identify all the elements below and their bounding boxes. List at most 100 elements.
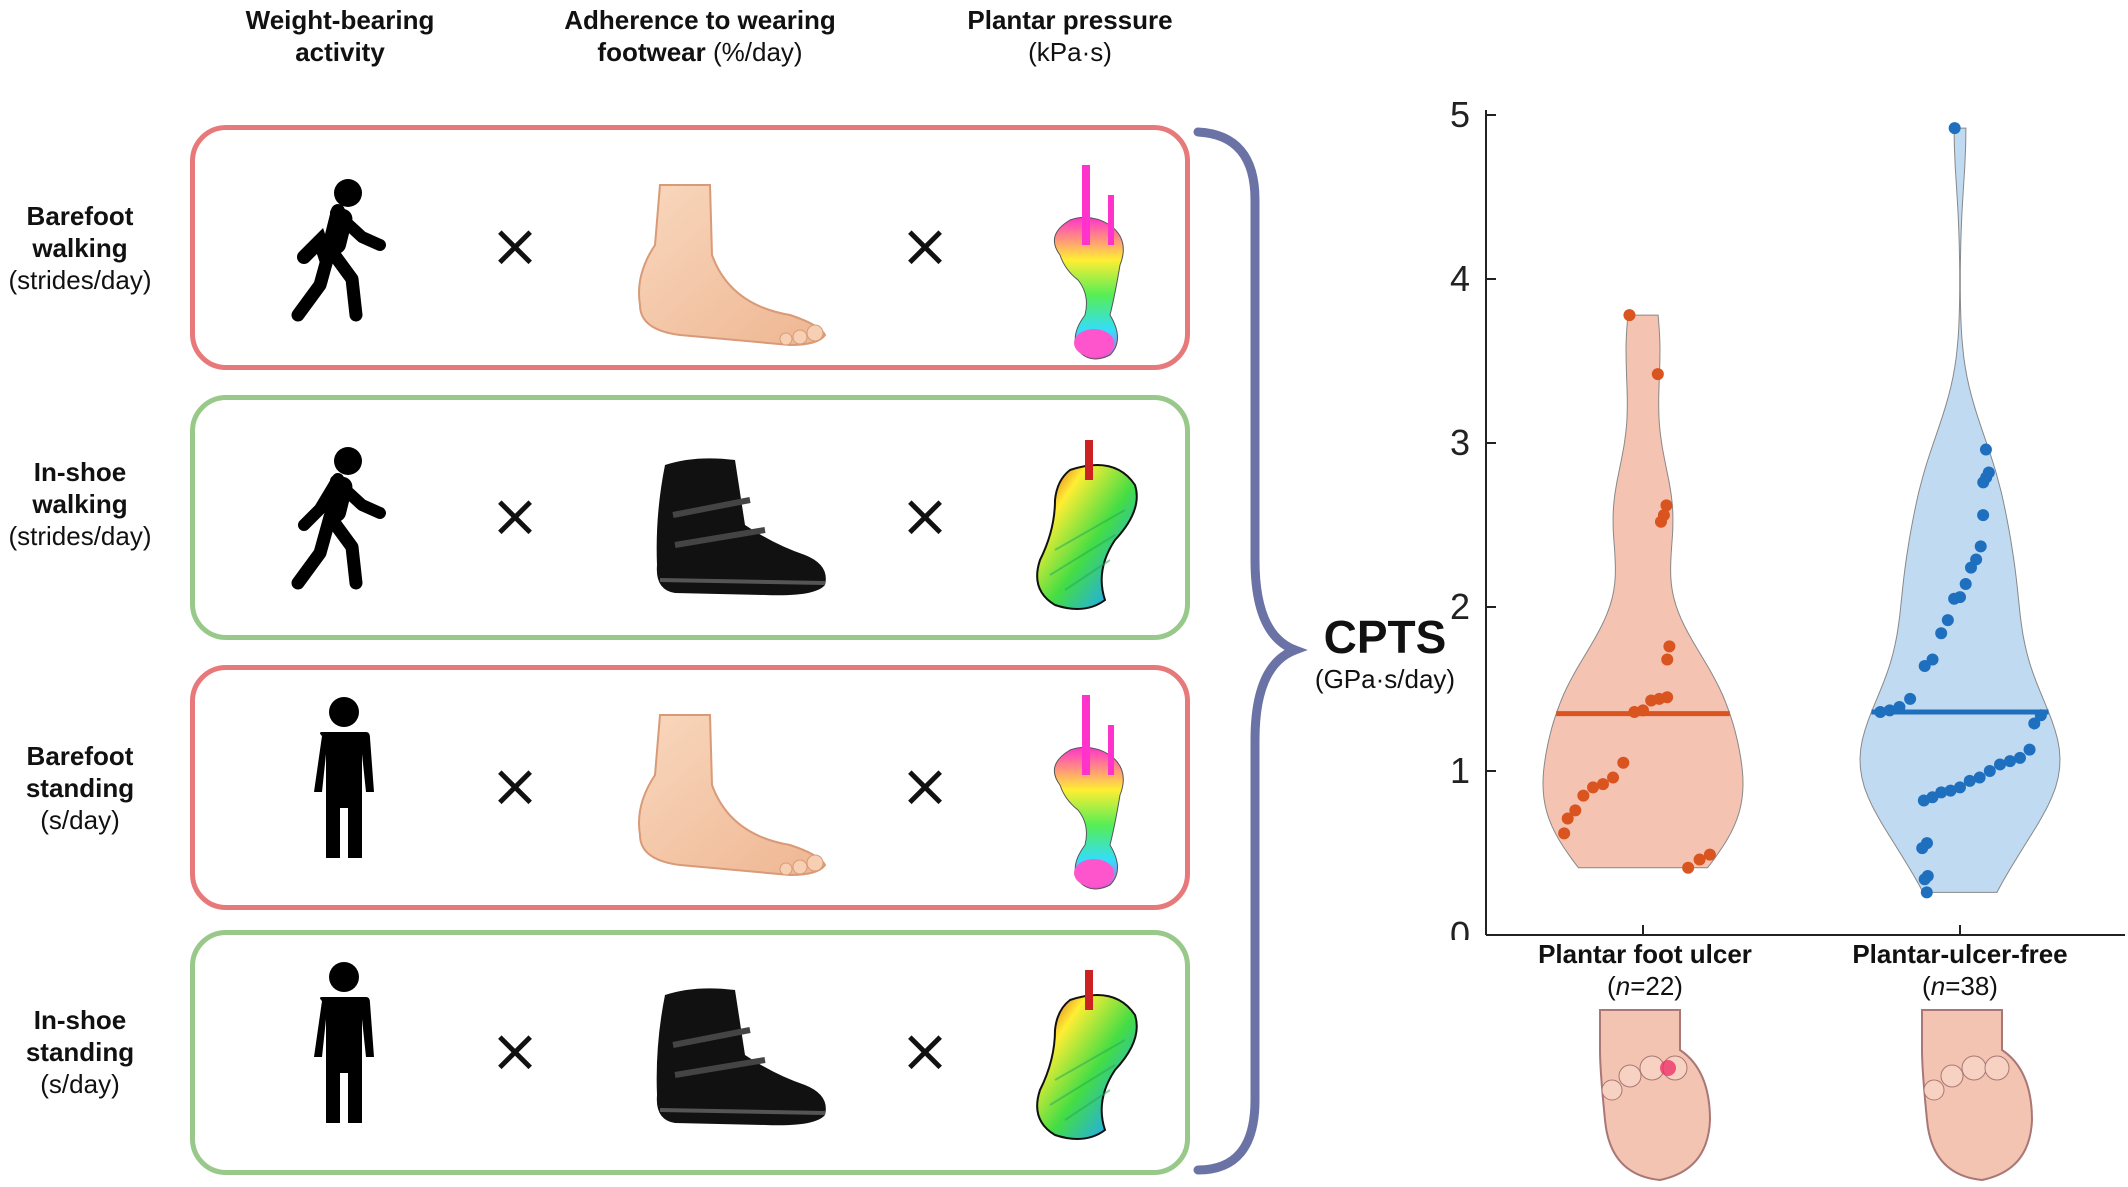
row-box-inshoe-standing bbox=[190, 930, 1190, 1175]
bare-foot-icon bbox=[638, 184, 827, 347]
times-operator: × bbox=[899, 211, 951, 281]
times-operator: × bbox=[899, 1016, 951, 1086]
data-point bbox=[1561, 812, 1574, 825]
row-label-barefoot-walking: Barefoot walking (strides/day) bbox=[0, 200, 160, 296]
inshoe-pressure-map-icon bbox=[1036, 440, 1138, 610]
data-point bbox=[1703, 848, 1716, 861]
row-label-title: In-shoe bbox=[33, 457, 127, 487]
group-n-label: (n=22) bbox=[1607, 971, 1683, 1001]
column-header-title: Adherence to wearing bbox=[564, 5, 836, 35]
data-point bbox=[1663, 640, 1676, 653]
data-point bbox=[2023, 743, 2036, 756]
times-operator: × bbox=[489, 1016, 541, 1086]
row-label-unit: (s/day) bbox=[40, 805, 120, 835]
group-label-title: Plantar-ulcer-free bbox=[1852, 939, 2068, 969]
data-point bbox=[1623, 309, 1636, 322]
times-operator: × bbox=[489, 751, 541, 821]
data-point bbox=[1979, 443, 1992, 456]
row-label-title2: standing bbox=[25, 1037, 135, 1067]
row-label-unit: (strides/day) bbox=[8, 265, 152, 295]
y-tick-label: 0 bbox=[1450, 914, 1470, 940]
row-box-inshoe-walking bbox=[190, 395, 1190, 640]
cpts-title: CPTS bbox=[1323, 611, 1447, 663]
column-header-title: Plantar pressure bbox=[967, 5, 1173, 35]
data-point bbox=[1959, 578, 1972, 591]
row-label-unit: (s/day) bbox=[40, 1069, 120, 1099]
column-header-unit: (kPa·s) bbox=[1028, 37, 1112, 67]
violin-body bbox=[1542, 314, 1744, 869]
cpts-label: CPTS (GPa·s/day) bbox=[1290, 610, 1480, 695]
data-point bbox=[1918, 873, 1931, 886]
walking-person-icon bbox=[291, 447, 386, 590]
ulcer-foot-icon bbox=[1599, 1009, 1712, 1182]
curly-brace bbox=[1193, 127, 1308, 1175]
data-point bbox=[2013, 751, 2026, 764]
row-label-title2: walking bbox=[32, 489, 128, 519]
data-point bbox=[1917, 794, 1930, 807]
row-label-title: In-shoe bbox=[33, 1005, 127, 1035]
data-point bbox=[1660, 499, 1673, 512]
data-point bbox=[1651, 368, 1664, 381]
row-label-inshoe-walking: In-shoe walking (strides/day) bbox=[0, 456, 160, 552]
data-point bbox=[1964, 561, 1977, 574]
column-header-title: Weight-bearing bbox=[245, 5, 435, 35]
data-point bbox=[1617, 756, 1630, 769]
data-point bbox=[1587, 781, 1600, 794]
data-point bbox=[1682, 861, 1695, 874]
times-operator: × bbox=[899, 751, 951, 821]
y-tick-label: 5 bbox=[1450, 94, 1470, 135]
data-point bbox=[1918, 660, 1931, 673]
data-point bbox=[1983, 765, 1996, 777]
data-point bbox=[1944, 784, 1957, 797]
data-point bbox=[1645, 694, 1658, 707]
data-point bbox=[2028, 717, 2041, 730]
data-point bbox=[1920, 886, 1933, 899]
healthy-foot-icon bbox=[1921, 1009, 2034, 1182]
column-header-title2: activity bbox=[295, 37, 385, 67]
group-label-title: Plantar foot ulcer bbox=[1538, 939, 1752, 969]
data-point bbox=[1596, 778, 1609, 791]
shoe-icon bbox=[656, 458, 826, 596]
data-point bbox=[1993, 758, 2006, 771]
group-label-ulcer: Plantar foot ulcer (n=22) bbox=[1475, 938, 1815, 1002]
data-point bbox=[1977, 476, 1990, 489]
row-label-barefoot-standing: Barefoot standing (s/day) bbox=[0, 740, 160, 836]
standing-person-icon bbox=[314, 697, 374, 858]
row-label-inshoe-standing: In-shoe standing (s/day) bbox=[0, 1004, 160, 1100]
group-label-ulcer-free: Plantar-ulcer-free (n=38) bbox=[1790, 938, 2128, 1002]
barefoot-pressure-map-icon bbox=[1053, 165, 1124, 360]
data-point bbox=[1941, 614, 1954, 627]
row-label-title: Barefoot bbox=[26, 201, 134, 231]
data-point bbox=[1973, 771, 1986, 784]
data-point bbox=[1693, 853, 1706, 866]
data-point bbox=[1569, 804, 1582, 817]
y-tick-label: 2 bbox=[1450, 586, 1470, 627]
data-point bbox=[1948, 122, 1961, 135]
data-point bbox=[1948, 592, 1961, 605]
row-label-unit: (strides/day) bbox=[8, 521, 152, 551]
y-tick-label: 1 bbox=[1450, 750, 1470, 791]
row-label-title2: walking bbox=[32, 233, 128, 263]
row-label-title2: standing bbox=[25, 773, 135, 803]
times-operator: × bbox=[489, 211, 541, 281]
data-point bbox=[1607, 771, 1620, 784]
bare-foot-icon bbox=[638, 714, 827, 877]
column-header-activity: Weight-bearing activity bbox=[200, 4, 480, 68]
column-header-title2: footwear bbox=[597, 37, 706, 67]
walking-person-icon bbox=[291, 179, 386, 322]
row-label-title: Barefoot bbox=[26, 741, 134, 771]
data-point bbox=[1926, 653, 1939, 666]
column-header-pressure: Plantar pressure (kPa·s) bbox=[920, 4, 1220, 68]
times-operator: × bbox=[899, 481, 951, 551]
data-point bbox=[1654, 515, 1667, 528]
data-point bbox=[1974, 540, 1987, 553]
data-point bbox=[1935, 786, 1948, 799]
inshoe-pressure-map-icon bbox=[1036, 970, 1138, 1140]
times-operator: × bbox=[489, 481, 541, 551]
data-point bbox=[1558, 827, 1571, 840]
data-point bbox=[1963, 774, 1976, 787]
data-point bbox=[1577, 789, 1590, 802]
column-header-adherence: Adherence to wearing footwear (%/day) bbox=[520, 4, 880, 68]
